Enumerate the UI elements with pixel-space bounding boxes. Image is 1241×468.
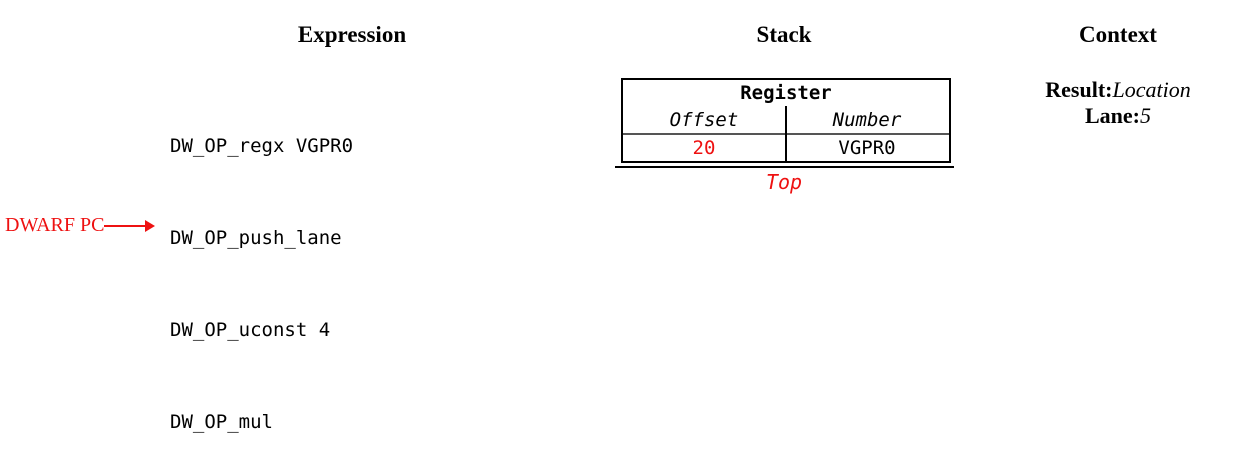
stack-entry-value-row: 20 VGPR0 xyxy=(623,135,949,161)
lane-value: 5 xyxy=(1140,103,1151,128)
stack-offset-value: 20 xyxy=(692,137,716,159)
context-column-title: Context xyxy=(1079,22,1157,47)
expression-column-title: Expression xyxy=(297,22,407,47)
expression-op: DW_OP_uconst 4 xyxy=(170,318,331,341)
expression-op-list: DW_OP_regx VGPR0 DW_OP_push_lane DW_OP_u… xyxy=(170,70,353,468)
lane-label: Lane: xyxy=(1085,103,1140,128)
expression-op: DW_OP_regx VGPR0 xyxy=(170,135,354,158)
stack-table-column-divider xyxy=(785,106,787,161)
expression-op: DW_OP_push_lane xyxy=(170,226,342,249)
context-lane-line: Lane:5 xyxy=(1085,103,1151,129)
stack-entry-type: Register xyxy=(740,82,832,104)
stack-top-label: Top xyxy=(765,170,803,194)
context-result-line: Result:Location xyxy=(1045,77,1190,103)
result-label: Result: xyxy=(1045,77,1113,102)
stack-offset-header: Offset xyxy=(669,108,739,131)
dwarf-pc-arrow-icon xyxy=(145,219,156,232)
dwarf-pc-pointer: DWARF PC xyxy=(5,214,156,236)
stack-number-value: VGPR0 xyxy=(838,137,896,159)
stack-number-header: Number xyxy=(832,108,902,131)
dwarf-pc-arrow-line xyxy=(104,224,146,227)
stack-top-line xyxy=(615,166,954,168)
stack-column-title: Stack xyxy=(756,22,812,47)
stack-entry-table: Register Offset Number 20 VGPR0 xyxy=(621,78,951,163)
result-value: Location xyxy=(1112,77,1191,102)
dwarf-pc-label: DWARF PC xyxy=(5,214,105,236)
expression-op: DW_OP_mul xyxy=(170,410,273,433)
stack-entry-header-row: Offset Number xyxy=(623,106,949,133)
